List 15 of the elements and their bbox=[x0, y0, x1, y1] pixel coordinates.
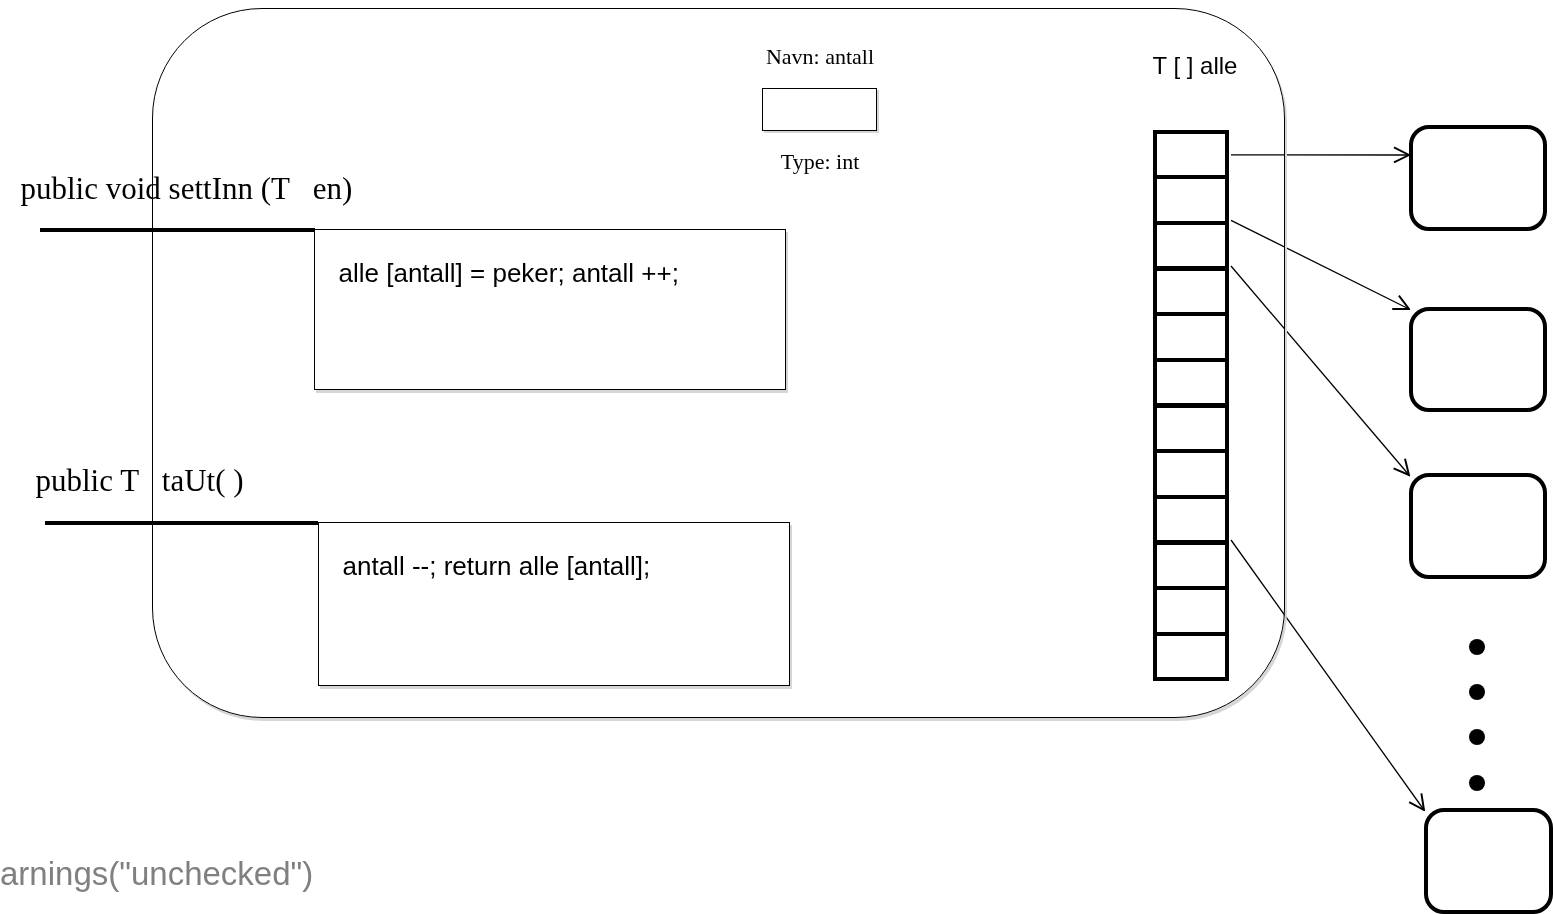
annotation-text: arnings("unchecked") bbox=[0, 855, 314, 893]
arrow bbox=[1230, 265, 1410, 476]
variable-type: Type: int bbox=[779, 148, 861, 174]
array-name: T [ ] alle bbox=[1152, 51, 1238, 80]
code-text: antall --; return alle [antall]; bbox=[342, 549, 652, 583]
arrow bbox=[1230, 146, 1410, 164]
arrow bbox=[1230, 219, 1410, 310]
code-text: alle [antall] = peker; antall ++; bbox=[338, 256, 680, 290]
object-box bbox=[1409, 125, 1547, 231]
object-box bbox=[1424, 808, 1553, 914]
method-signature: public T taUt( ) bbox=[35, 462, 244, 499]
variable-name: Navn: antall bbox=[764, 43, 876, 69]
object-box bbox=[1409, 473, 1547, 579]
object-box bbox=[1409, 307, 1547, 412]
arrow bbox=[1230, 539, 1425, 811]
